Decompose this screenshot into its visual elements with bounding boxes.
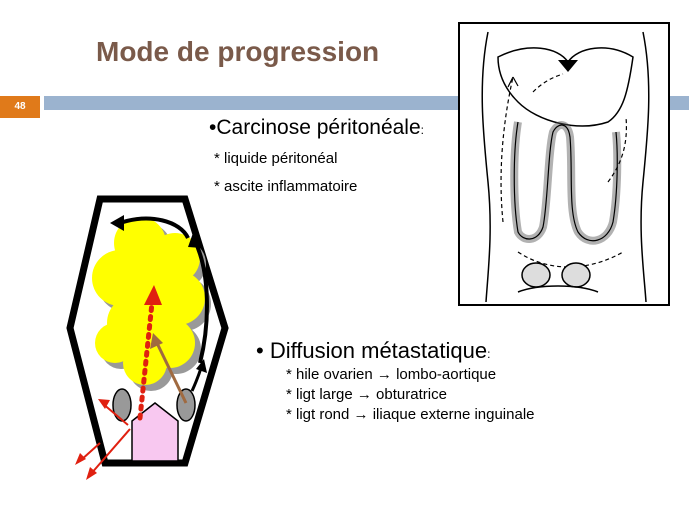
bullet-left: * ligt rond (286, 406, 350, 423)
bullet-left: * ligt large (286, 386, 353, 403)
section-heading-text: • Diffusion métastatique (256, 338, 488, 363)
pelvis-frame (66, 195, 229, 467)
slide-title: Mode de progression (96, 36, 380, 67)
arrow-icon: → (356, 386, 372, 403)
arrow-icon: → (353, 406, 369, 423)
pelvic-spread-diagram (66, 195, 229, 480)
section-heading-text: •Carcinose péritonéale (209, 116, 421, 139)
bullet-item: * ascite inflammatoire (214, 178, 358, 195)
abdomen-illustration (458, 22, 670, 306)
heading-colon: : (487, 347, 491, 361)
ovary-left (112, 388, 132, 422)
arrow-icon: → (376, 366, 392, 383)
slide-number-tab (0, 96, 40, 118)
bullet-item: * liquide péritonéal (214, 150, 338, 167)
section-heading-carcinose: •Carcinose péritonéale: (209, 116, 424, 140)
bullet-right: obturatrice (376, 386, 447, 403)
bullet-right: lombo-aortique (396, 366, 497, 383)
uterus (131, 402, 179, 462)
slide-number: 48 (14, 101, 26, 112)
bullet-item: * ligt large → obturatrice (286, 386, 447, 403)
bullet-item: * ligt rond → iliaque externe inguinale (286, 406, 535, 423)
bullet-right: iliaque externe inguinale (372, 406, 535, 423)
heading-colon: : (420, 123, 424, 137)
bullet-left: * hile ovarien (286, 366, 373, 383)
section-heading-diffusion: • Diffusion métastatique: (256, 338, 490, 364)
bullet-item: * hile ovarien → lombo-aortique (286, 366, 496, 383)
ovary-right (176, 388, 196, 422)
